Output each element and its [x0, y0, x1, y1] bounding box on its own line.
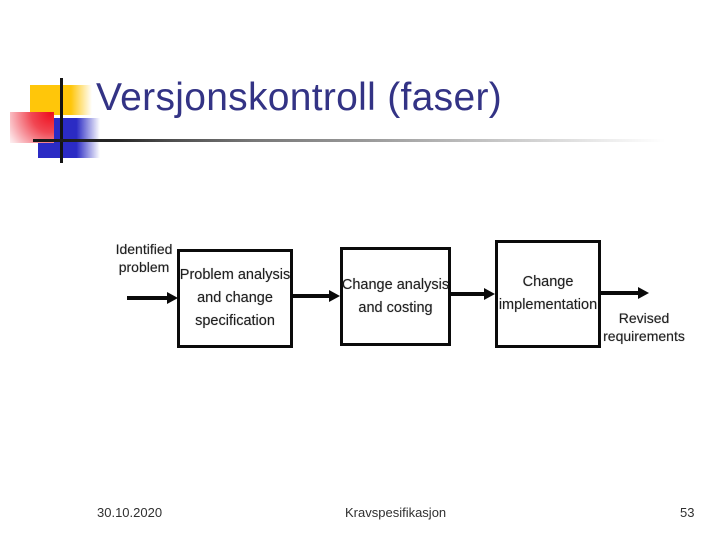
slide-title: Versjonskontroll (faser) [96, 76, 503, 119]
arrow-change-analysis-to-implementation [450, 292, 484, 296]
title-underline-rule [33, 139, 665, 142]
output-label-revised-requirements: Revised requirements [601, 309, 687, 345]
arrow-problem-to-change-analysis [292, 294, 329, 298]
box-text-line: implementation [498, 297, 598, 313]
output-label-line: requirements [603, 328, 685, 344]
box-text-line: Change [522, 274, 574, 290]
footer-subject: Kravspesifikasjon [345, 505, 447, 520]
box-text-line: Problem analysis [179, 267, 291, 283]
ornament-red-square [10, 112, 54, 143]
box-text-line: Change analysis [341, 276, 450, 293]
ornament-vertical-line [60, 78, 63, 163]
footer-date: 30.10.2020 [97, 505, 163, 520]
box-problem-analysis: Problem analysis and change specificatio… [177, 249, 293, 348]
output-label-line: Revised [618, 310, 670, 326]
input-label-line: Identified [115, 241, 173, 257]
box-change-implementation: Change implementation [495, 240, 601, 348]
input-label-line: problem [118, 259, 170, 275]
arrow-out-revised-requirements [601, 291, 638, 295]
box-change-analysis: Change analysis and costing [340, 247, 451, 346]
input-label-identified-problem: Identified problem [110, 240, 178, 276]
arrow-into-problem-analysis [127, 296, 167, 300]
box-text-line: and change [197, 290, 273, 306]
box-text-line: specification [195, 313, 275, 329]
box-text-line: and costing [358, 299, 433, 316]
footer-page-number: 53 [680, 505, 695, 520]
